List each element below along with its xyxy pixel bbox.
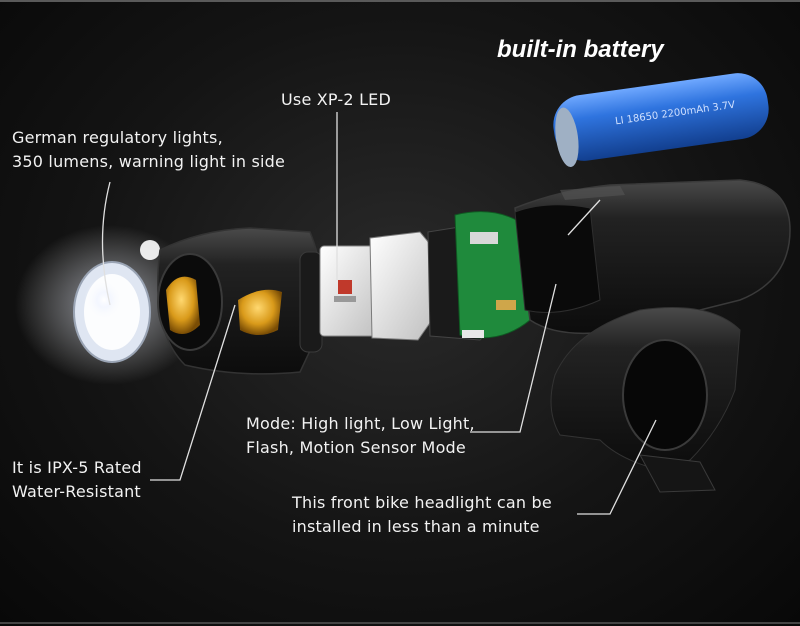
modes-line-1: Mode: High light, Low Light, (246, 414, 475, 433)
waterproof-callout: It is IPX-5 Rated Water-Resistant (12, 456, 142, 504)
install-line-2: installed in less than a minute (292, 517, 540, 536)
lumens-leader (101, 181, 111, 306)
install-leader (577, 419, 657, 515)
waterproof-line-1: It is IPX-5 Rated (12, 458, 142, 477)
side-warning-light (166, 276, 200, 334)
led-board (319, 245, 381, 337)
led-callout-text: Use XP-2 LED (281, 90, 392, 109)
top-border (0, 0, 800, 2)
lumens-line-1: German regulatory lights, (12, 128, 223, 147)
bottom-border (0, 622, 800, 624)
battery: LI 18650 2200mAh 3.7V (553, 73, 769, 168)
modes-leader (470, 283, 557, 433)
led-callout: Use XP-2 LED (281, 88, 391, 112)
modes-callout: Mode: High light, Low Light, Flash, Moti… (246, 412, 475, 460)
handlebar-mount (550, 307, 741, 493)
built-in-battery-heading: built-in battery (497, 36, 664, 63)
lumens-callout: German regulatory lights, 350 lumens, wa… (12, 126, 285, 174)
side-warning-light-right (238, 289, 282, 335)
waterproof-line-2: Water-Resistant (12, 482, 141, 501)
battery-leader (567, 199, 601, 236)
lumens-line-2: 350 lumens, warning light in side (12, 152, 286, 171)
front-bezel (157, 227, 323, 375)
callout-lines (101, 112, 657, 515)
install-callout: This front bike headlight can be install… (292, 491, 552, 539)
modes-line-2: Flash, Motion Sensor Mode (246, 438, 466, 457)
circuit-board (454, 211, 531, 339)
waterproof-leader (150, 304, 236, 481)
reflector (369, 231, 436, 341)
install-line-1: This front bike headlight can be (292, 493, 552, 512)
